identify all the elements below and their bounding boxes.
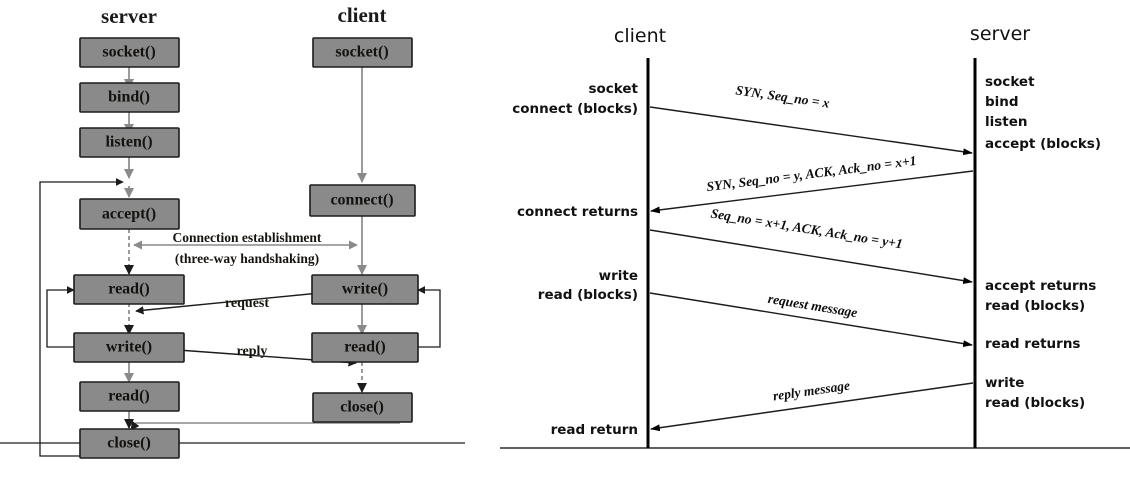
server-call-write-label: write()	[106, 339, 152, 356]
left-column-title-server: server	[101, 4, 157, 28]
server-event-accept-blocks: accept (blocks)	[985, 136, 1101, 152]
left-diagram: server client	[0, 3, 465, 459]
message-arrow-syn-ack	[650, 170, 974, 214]
client-event-labels: socket connect (blocks) connect returns …	[512, 81, 638, 438]
server-event-labels: socket bind listen accept (blocks) accep…	[985, 74, 1101, 411]
server-event-read-blocks: read (blocks)	[985, 298, 1085, 314]
message-label-syn: SYN, Seq_no = x	[735, 82, 831, 110]
client-call-read-label: read()	[344, 339, 385, 356]
message-arrows: SYN, Seq_no = x SYN, Seq_no = y, ACK, Ac…	[649, 82, 974, 432]
left-column-title-client: client	[338, 3, 387, 27]
client-event-write: write	[599, 268, 638, 284]
client-call-read[interactable]: read()	[311, 332, 419, 363]
server-call-write[interactable]: write()	[73, 332, 185, 363]
client-call-close-label: close()	[340, 399, 384, 416]
client-event-read-blocks: read (blocks)	[538, 287, 638, 303]
server-call-read[interactable]: read()	[73, 274, 185, 305]
server-call-read-2[interactable]: read()	[79, 381, 180, 412]
message-arrow-ack	[649, 229, 973, 284]
server-event-bind: bind	[985, 94, 1019, 110]
client-event-socket: socket	[588, 81, 638, 97]
handshake-note-line1: Connection establishment	[173, 230, 322, 245]
server-event-read-returns: read returns	[985, 336, 1080, 352]
server-call-socket[interactable]: socket()	[79, 37, 180, 68]
connection-establishment-annotation: Connection establishment (three-way hand…	[133, 230, 358, 266]
client-call-socket-label: socket()	[335, 44, 388, 61]
handshake-note-line2: (three-way handshaking)	[175, 251, 319, 266]
server-call-bind-label: bind()	[108, 89, 150, 106]
client-call-connect-label: connect()	[330, 192, 393, 209]
right-column-title-client: client	[614, 25, 666, 47]
client-event-read-return: read return	[551, 422, 638, 438]
server-call-socket-label: socket()	[102, 44, 155, 61]
reply-label: reply	[237, 344, 268, 359]
client-close-to-server-close-line	[130, 420, 400, 431]
server-read-write-loop	[46, 286, 80, 348]
client-write-read-loop	[412, 286, 441, 348]
server-event-socket: socket	[985, 74, 1035, 90]
request-reply-lines: request reply	[135, 291, 357, 367]
right-diagram: client server socket connect (blocks) co…	[500, 23, 1130, 449]
client-call-boxes: socket() connect() write() read() close(…	[309, 37, 419, 423]
request-label: request	[225, 296, 269, 311]
server-call-listen[interactable]: listen()	[79, 127, 180, 158]
server-call-accept[interactable]: accept()	[79, 198, 180, 230]
server-call-read-label: read()	[108, 281, 149, 298]
client-event-connect-returns: connect returns	[517, 204, 638, 220]
client-call-connect[interactable]: connect()	[309, 184, 416, 217]
message-arrow-request	[649, 292, 973, 347]
client-call-socket[interactable]: socket()	[312, 37, 413, 68]
server-call-accept-label: accept()	[102, 206, 156, 223]
server-event-accept-returns: accept returns	[985, 278, 1096, 294]
server-call-close[interactable]: close()	[79, 428, 180, 459]
client-call-write-label: write()	[342, 281, 388, 298]
server-event-listen: listen	[985, 114, 1028, 130]
message-label-syn-ack: SYN, Seq_no = y, ACK, Ack_no = x+1	[706, 153, 918, 194]
server-call-listen-label: listen()	[105, 134, 152, 151]
message-arrow-syn	[649, 106, 973, 156]
message-arrow-reply	[650, 382, 974, 432]
right-column-title-server: server	[970, 23, 1030, 45]
server-call-close-label: close()	[107, 435, 151, 452]
client-call-write[interactable]: write()	[311, 274, 419, 305]
message-label-reply: reply message	[772, 378, 851, 404]
server-event-read-blocks-2: read (blocks)	[985, 395, 1085, 411]
server-call-bind[interactable]: bind()	[79, 82, 180, 113]
client-call-close[interactable]: close()	[312, 392, 413, 423]
client-event-connect-blocks: connect (blocks)	[512, 101, 638, 117]
server-call-read-2-label: read()	[108, 388, 149, 405]
server-call-boxes: socket() bind() listen() accept() read()	[73, 37, 185, 459]
message-label-request: request message	[767, 291, 859, 320]
server-event-write: write	[985, 375, 1024, 391]
